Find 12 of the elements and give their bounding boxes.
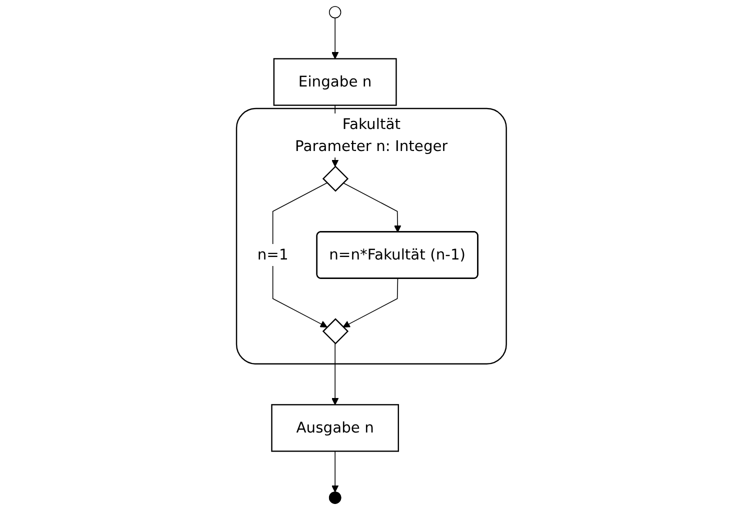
edge-label: n=1 bbox=[257, 246, 288, 264]
node-box: Eingabe n bbox=[273, 58, 397, 106]
node-diamond bbox=[322, 318, 349, 344]
arrow bbox=[332, 18, 339, 60]
arrow bbox=[342, 278, 398, 328]
node-box: Ausgabe n bbox=[271, 404, 400, 452]
node-circle bbox=[329, 6, 342, 18]
arrow bbox=[332, 450, 339, 492]
node-diamond bbox=[322, 166, 349, 192]
arrow bbox=[332, 343, 339, 406]
arrow bbox=[272, 182, 328, 328]
arrow bbox=[342, 182, 402, 232]
